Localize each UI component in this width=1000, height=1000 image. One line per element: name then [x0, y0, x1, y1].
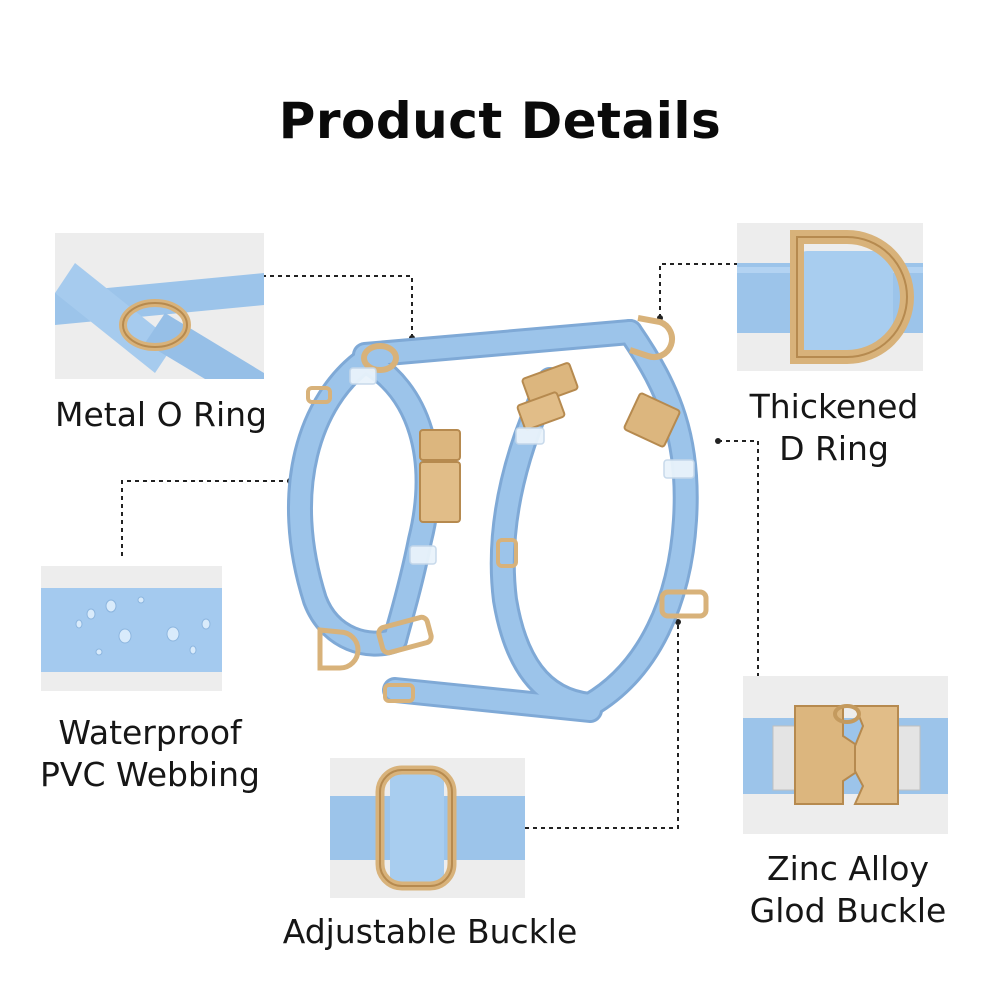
label-waterproof-webbing: Waterproof PVC Webbing	[25, 712, 275, 796]
leader-webbing	[121, 480, 290, 556]
label-waterproof-line2: PVC Webbing	[40, 755, 260, 794]
adjustable-buckle-thumbnail	[330, 758, 525, 898]
dog-harness-image	[286, 315, 709, 723]
label-metal-o-ring: Metal O Ring	[54, 395, 268, 434]
o-ring-closeup-icon	[55, 233, 264, 379]
label-adjustable-buckle: Adjustable Buckle	[282, 912, 578, 951]
d-ring-thumbnail	[737, 223, 923, 371]
page-title: Product Details	[278, 92, 722, 150]
label-zinc-line1: Zinc Alloy	[767, 849, 929, 888]
slide-buckle-closeup-icon	[330, 758, 525, 898]
d-ring-closeup-icon	[737, 223, 923, 371]
o-ring-thumbnail	[55, 233, 264, 379]
label-thickened-d-ring-line1: Thickened	[749, 387, 919, 426]
water-droplets-closeup-icon	[41, 566, 222, 691]
webbing-thumbnail	[41, 566, 222, 691]
label-thickened-d-ring-line2: D Ring	[779, 429, 889, 468]
label-waterproof-line1: Waterproof	[58, 713, 242, 752]
label-zinc-line2: Glod Buckle	[749, 891, 947, 930]
label-thickened-d-ring: Thickened D Ring	[728, 386, 940, 470]
zinc-buckle-thumbnail	[743, 676, 948, 834]
side-release-buckle-closeup-icon	[743, 676, 948, 834]
label-zinc-alloy-buckle: Zinc Alloy Glod Buckle	[732, 848, 964, 932]
